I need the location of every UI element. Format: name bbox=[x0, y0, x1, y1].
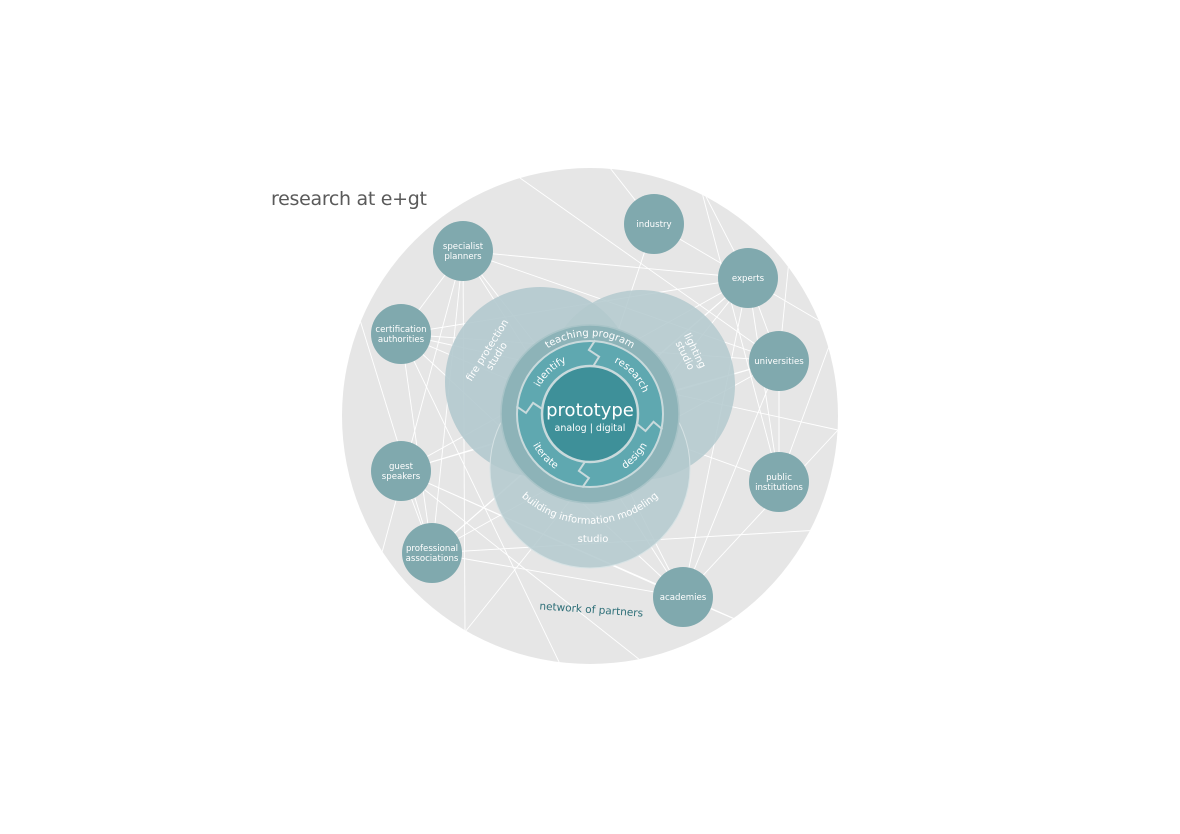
partner-node-experts[interactable]: experts bbox=[718, 248, 778, 308]
partner-node-circle bbox=[718, 248, 778, 308]
partner-node-label: academies bbox=[660, 593, 707, 603]
partner-node-circle bbox=[371, 441, 431, 501]
network-link bbox=[682, 429, 838, 598]
partner-node-circle bbox=[624, 194, 684, 254]
partner-node-industry[interactable]: industry bbox=[624, 194, 684, 254]
partner-node-label: professional bbox=[406, 544, 458, 554]
partner-node-circle bbox=[371, 304, 431, 364]
prototype-title: prototype bbox=[546, 400, 634, 421]
partner-node-circle bbox=[653, 567, 713, 627]
cycle-separator bbox=[515, 401, 543, 415]
partner-node-universities[interactable]: universities bbox=[749, 331, 809, 391]
network-link bbox=[699, 184, 780, 483]
partner-node-label: speakers bbox=[382, 472, 421, 482]
cycle-separator bbox=[577, 461, 591, 489]
cycle-separator bbox=[636, 420, 664, 433]
partner-node-circle bbox=[749, 452, 809, 512]
partner-node-label: universities bbox=[754, 357, 804, 367]
network-link bbox=[379, 250, 464, 561]
partner-node-label: industry bbox=[636, 220, 671, 230]
partner-node-academies[interactable]: academies bbox=[653, 567, 713, 627]
prototype-core[interactable] bbox=[540, 364, 640, 464]
network-link bbox=[400, 333, 561, 664]
partner-node-label: public bbox=[766, 473, 792, 483]
partner-node-circle bbox=[433, 221, 493, 281]
bim-studio-label-line2: studio bbox=[578, 534, 609, 545]
network-link bbox=[359, 319, 433, 554]
cycle-separator bbox=[587, 339, 601, 367]
partner-nodes: industry experts universities publicinstitu… bbox=[371, 194, 809, 627]
partner-node-circle bbox=[402, 523, 462, 583]
partner-node-label: planners bbox=[444, 252, 482, 262]
network-link bbox=[400, 333, 433, 554]
diagram-title: research at e+gt bbox=[271, 188, 427, 210]
partner-node-circle bbox=[749, 331, 809, 391]
network-link bbox=[462, 250, 749, 279]
network-link bbox=[682, 360, 780, 598]
network-link bbox=[519, 177, 780, 362]
partner-node-label: certification bbox=[375, 325, 426, 335]
partner-node-label: institutions bbox=[755, 483, 803, 493]
network-link bbox=[462, 250, 466, 633]
network-link bbox=[400, 470, 641, 661]
partner-node-label: guest bbox=[389, 462, 414, 472]
partner-node-label: specialist bbox=[443, 242, 484, 252]
network-link bbox=[431, 552, 684, 598]
cycle-separators bbox=[515, 339, 664, 489]
partner-node-label: authorities bbox=[378, 335, 425, 345]
partner-node-label: experts bbox=[732, 274, 765, 284]
partner-node-label: associations bbox=[406, 554, 459, 564]
prototype-subtitle: analog | digital bbox=[555, 423, 626, 434]
